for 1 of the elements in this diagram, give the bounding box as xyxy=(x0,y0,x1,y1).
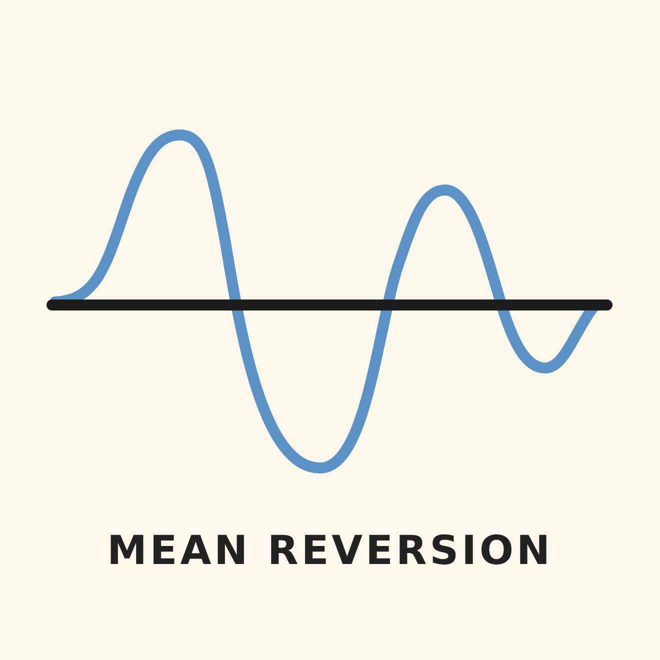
title: MEAN REVERSION xyxy=(107,528,553,574)
